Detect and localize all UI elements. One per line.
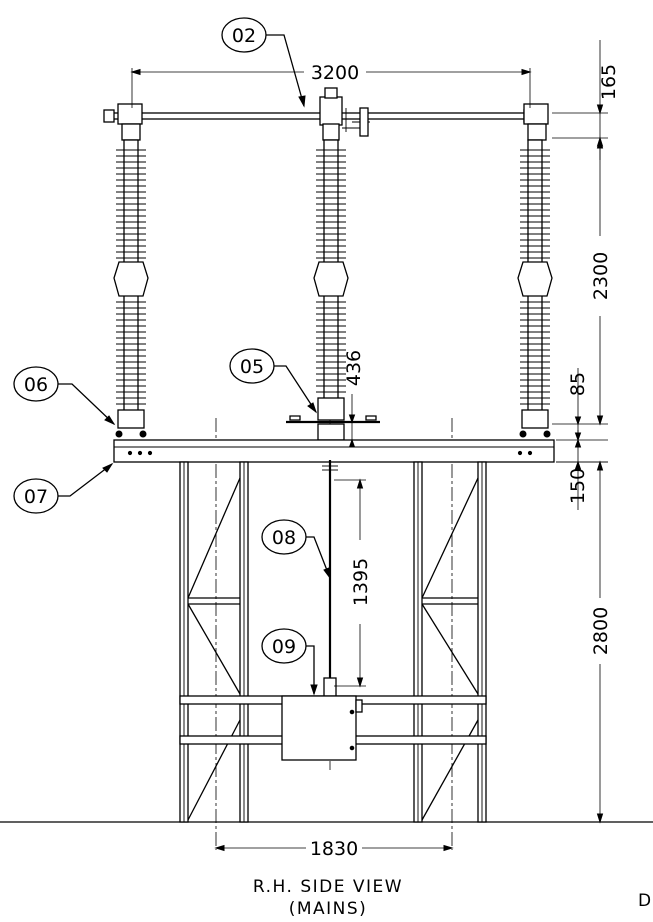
mechanism-box — [281, 695, 363, 761]
top-busbar — [103, 87, 549, 141]
dimension-center-offset — [348, 394, 356, 448]
dimension-insulator-height — [552, 138, 608, 426]
dim-label-structure-height: 2800 — [590, 607, 612, 655]
edge-text: D — [638, 891, 651, 911]
callout-08: 08 — [261, 519, 331, 580]
support-frame-left — [179, 461, 249, 823]
callout-05: 05 — [229, 348, 317, 414]
svg-text:02: 02 — [232, 25, 256, 47]
svg-text:08: 08 — [272, 527, 296, 549]
view-subtitle: (MAINS) — [289, 899, 368, 919]
base-beam — [113, 439, 555, 463]
insulator-right — [517, 139, 553, 438]
callout-02: 02 — [221, 17, 306, 108]
dimension-structure-height — [556, 460, 608, 824]
svg-text:05: 05 — [240, 356, 264, 378]
insulator-left — [113, 139, 149, 438]
dimension-rod-length — [334, 478, 366, 688]
dim-label-top-offset: 165 — [598, 64, 620, 100]
callout-06: 06 — [13, 366, 116, 426]
dimension-top-span — [130, 68, 532, 108]
svg-text:06: 06 — [24, 374, 48, 396]
svg-text:09: 09 — [272, 636, 296, 658]
dim-label-rod-length: 1395 — [350, 558, 372, 606]
dimension-leg-spacing — [214, 844, 454, 852]
callout-07: 07 — [13, 462, 114, 514]
dim-label-top-span: 3200 — [311, 62, 359, 84]
svg-text:07: 07 — [24, 486, 48, 508]
dim-label-base-thickness: 150 — [567, 468, 589, 504]
support-frame-right — [413, 461, 487, 823]
dim-label-base-offset: 85 — [567, 372, 589, 396]
operating-rod — [322, 460, 338, 700]
dim-label-insulator-height: 2300 — [590, 252, 612, 300]
insulator-center — [286, 139, 380, 441]
dim-label-center-offset: 436 — [343, 350, 365, 386]
view-title: R.H. SIDE VIEW — [253, 877, 403, 897]
dim-label-leg-spacing: 1830 — [310, 838, 358, 860]
callout-09: 09 — [261, 628, 318, 696]
